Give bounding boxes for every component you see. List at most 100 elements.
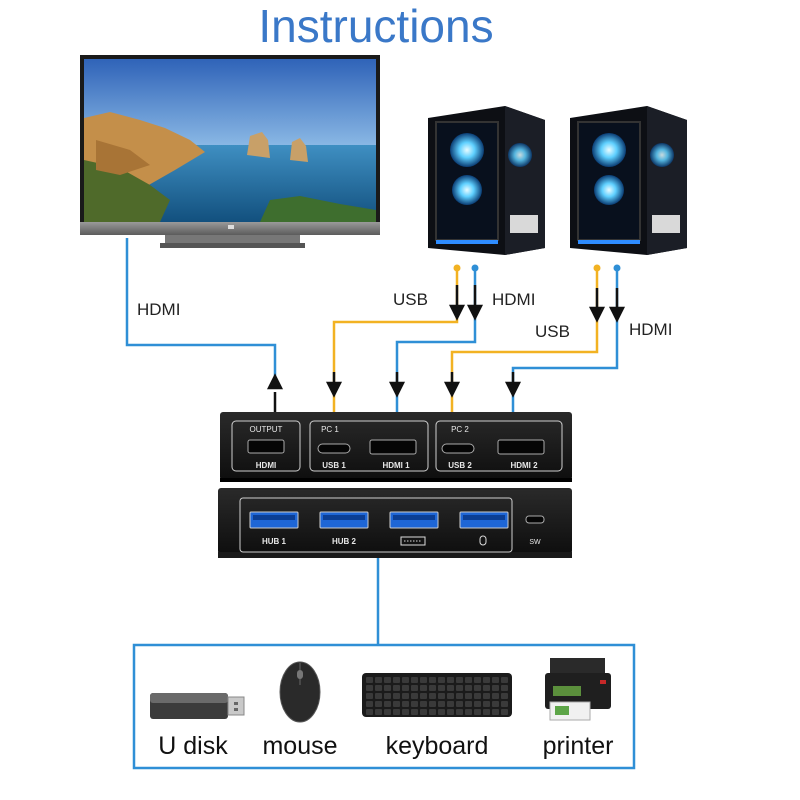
keyboard-key (447, 685, 454, 691)
keyboard-key (429, 677, 436, 683)
keyboard-key (465, 701, 472, 707)
keyboard-key (393, 709, 400, 715)
keyboard-key (420, 709, 427, 715)
keyboard-key (438, 693, 445, 699)
keyboard-key (393, 685, 400, 691)
pc1-group (309, 420, 429, 472)
keyboard-key (402, 709, 409, 715)
keyboard-key (420, 693, 427, 699)
keyboard-key (447, 677, 454, 683)
keyboard-key (474, 709, 481, 715)
keyboard-key (411, 677, 418, 683)
keyboard-key (483, 677, 490, 683)
output-hdmi-label: HDMI (256, 461, 276, 470)
keyboard-key (375, 693, 382, 699)
usb-c-port-icon (441, 443, 475, 454)
keyboard-key (375, 685, 382, 691)
keyboard-key (366, 701, 373, 707)
micro-usb-port-icon (525, 515, 545, 524)
mouse-small-icon (479, 535, 487, 546)
rock-stack (290, 138, 308, 162)
keyboard-key (429, 685, 436, 691)
arrow-down-icon (388, 381, 406, 398)
device-label-keyboard: keyboard (386, 732, 489, 760)
monitor-stand-base (160, 243, 305, 248)
pc2-label: PC 2 (451, 425, 469, 434)
usb-label-pc1: USB (393, 290, 428, 309)
keyboard-key (411, 685, 418, 691)
usb-label-pc2: USB (535, 322, 570, 341)
device-label-u-disk: U disk (158, 732, 228, 760)
hdmi-port-icon (247, 439, 285, 454)
fan-icon (592, 133, 626, 167)
arrow-up-icon (266, 373, 284, 390)
keyboard-key (384, 709, 391, 715)
fan-icon (452, 175, 482, 205)
keyboard-key (429, 693, 436, 699)
keyboard-small-icon (400, 536, 426, 546)
kvm-switch-back: HUB 1 HUB 2 SW (218, 488, 572, 558)
sw-label: SW (529, 539, 541, 546)
monitor-stand (165, 235, 300, 243)
page-title: Instructions (258, 0, 493, 52)
keyboard-key (447, 701, 454, 707)
keyboard-key (456, 685, 463, 691)
keyboard-key (393, 701, 400, 707)
monitor-hdmi-wire (125, 238, 277, 378)
rock-stack (247, 132, 270, 158)
usb-c-port-icon (317, 443, 351, 454)
output-group (231, 420, 301, 472)
keyboard-key (411, 693, 418, 699)
hdmi-port-icon (497, 439, 545, 455)
keyboard-key (465, 693, 472, 699)
keyboard-key (393, 693, 400, 699)
monitor (80, 55, 380, 248)
pc-tower-2 (570, 106, 687, 255)
keyboard-key (447, 693, 454, 699)
keyboard-key (411, 701, 418, 707)
keyboard-key (483, 685, 490, 691)
keyboard-key (366, 685, 373, 691)
keyboard-key (429, 709, 436, 715)
keyboard-key (474, 685, 481, 691)
hub2-label: HUB 2 (332, 537, 357, 546)
hdmi-label-pc2: HDMI (629, 320, 672, 339)
fan-icon (508, 143, 532, 167)
screen-cliff-shadow (96, 140, 150, 175)
screen-bushes (260, 196, 376, 222)
output-label: OUTPUT (250, 425, 283, 434)
keyboard-key (501, 701, 508, 707)
keyboard-key (447, 709, 454, 715)
keyboard-key (483, 709, 490, 715)
keyboard-key (384, 701, 391, 707)
usb1-label: USB 1 (322, 461, 346, 470)
device-label-mouse: mouse (262, 732, 337, 760)
keyboard-key (411, 709, 418, 715)
keyboard-key (384, 677, 391, 683)
printer-icon (545, 658, 611, 721)
keyboard-key (492, 685, 499, 691)
keyboard-key (420, 677, 427, 683)
keyboard-key (465, 709, 472, 715)
fan-icon (594, 175, 624, 205)
keyboard-key (483, 693, 490, 699)
pc1-label: PC 1 (321, 425, 339, 434)
usb-drive-icon (150, 693, 245, 719)
keyboard-key (501, 677, 508, 683)
keyboard-key (438, 709, 445, 715)
hub1-label: HUB 1 (262, 537, 287, 546)
arrow-down-icon (325, 381, 343, 398)
fan-icon (450, 133, 484, 167)
screen-grass (84, 160, 170, 222)
keyboard-key (375, 701, 382, 707)
keyboard-icon (362, 673, 512, 717)
pc-tower-1 (428, 106, 545, 255)
hdmi2-label: HDMI 2 (510, 461, 538, 470)
psu (652, 215, 680, 233)
arrow-down-icon (443, 381, 461, 398)
keyboard-key (375, 677, 382, 683)
hdmi-label-pc1: HDMI (492, 290, 535, 309)
keyboard-key (456, 693, 463, 699)
keyboard-key (501, 685, 508, 691)
